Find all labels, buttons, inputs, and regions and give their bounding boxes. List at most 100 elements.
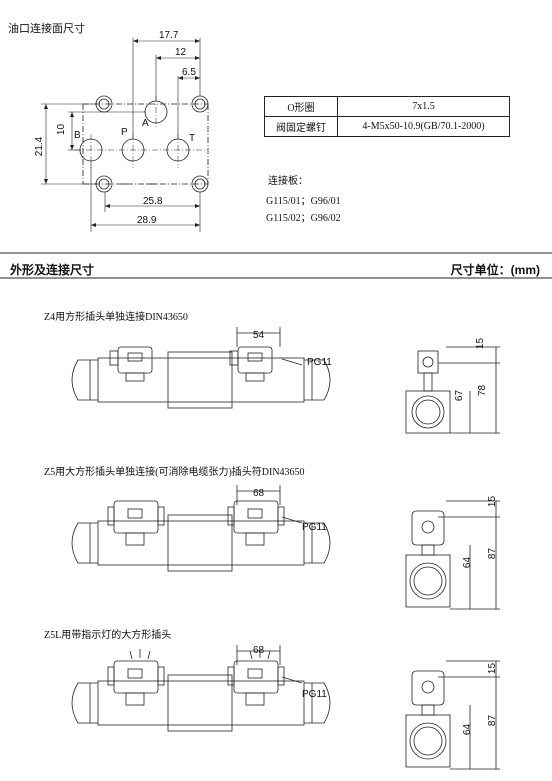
dim-arrows <box>44 39 200 227</box>
end-connector-hole <box>422 356 434 368</box>
end-stem <box>421 704 435 716</box>
end-cap-right <box>304 682 331 724</box>
valve-center-block <box>167 674 233 732</box>
spec-table: O形圈 7x1.5 阀固定螺钉 4-M5x50-10.9(GB/70.1-200… <box>264 96 510 137</box>
connector-box <box>233 660 279 694</box>
variant-caption-2: Z5用大方形插头单独连接(可消除电缆张力)插头符DIN43650 <box>44 467 305 478</box>
end-bore-inner <box>413 566 443 596</box>
connector-label-plate <box>127 352 143 362</box>
end-connector <box>411 510 445 546</box>
cable-gland-left <box>107 506 115 526</box>
port-face <box>82 103 209 185</box>
dim-28-9: 28.9 <box>137 215 157 226</box>
end-cap-right <box>304 359 331 401</box>
port-label-t: T <box>189 133 196 144</box>
cable-gland-left <box>107 666 115 686</box>
top-dim-2: 15 <box>487 495 499 508</box>
connector-box <box>233 500 279 534</box>
end-connector-hole <box>421 680 435 694</box>
bolt-holes <box>95 95 209 193</box>
width-dim-3: 68 <box>253 645 265 656</box>
indicator-ray <box>249 650 253 660</box>
spec-row: O形圈 7x1.5 <box>264 96 510 117</box>
cable-gland <box>109 350 119 366</box>
inner-dim-2: 64 <box>462 556 474 569</box>
end-cap-right <box>304 522 331 564</box>
dim-6-5: 6.5 <box>182 67 196 78</box>
valve-body <box>97 680 305 726</box>
end-connector-hole <box>421 520 435 534</box>
top-dims <box>90 38 201 232</box>
top-dim-1: 15 <box>475 337 487 350</box>
end-connector <box>417 350 439 374</box>
cable-leader <box>281 358 303 366</box>
connector-box <box>237 346 273 374</box>
connector-stem <box>125 692 145 706</box>
spec-row: 阀固定螺钉 4-M5x50-10.9(GB/70.1-2000) <box>264 116 510 137</box>
valve-center-block <box>167 351 233 409</box>
valve-body <box>97 520 305 566</box>
spec-key: 阀固定螺钉 <box>264 116 338 137</box>
inner-dim-1: 67 <box>454 389 466 402</box>
end-cap-left <box>71 359 98 401</box>
connector-box <box>117 346 153 374</box>
connector-box <box>113 500 159 534</box>
end-bore <box>409 562 447 600</box>
connector-stem <box>245 532 265 546</box>
end-flange <box>405 554 451 608</box>
dim-10: 10 <box>56 123 68 136</box>
indicator-ray <box>267 650 271 660</box>
connector-label-plate <box>127 668 143 679</box>
connector-stem <box>125 532 145 546</box>
port-label-p: P <box>121 127 128 138</box>
section-unit: 尺寸单位：(mm) <box>450 263 540 277</box>
dim-12: 12 <box>175 47 187 58</box>
cable-gland-right <box>277 666 285 686</box>
cable-gland-left <box>227 666 235 686</box>
cable-gland <box>229 350 239 366</box>
spec-value: 7x1.5 <box>337 96 510 117</box>
connector-stem <box>245 372 265 382</box>
connector-label-plate <box>247 508 263 519</box>
valve-center-block <box>167 514 233 572</box>
plate-line-1: G115/01；G96/01 <box>266 196 341 207</box>
end-stem <box>421 544 435 556</box>
cable-label-2: PG11 <box>302 522 327 533</box>
cable-gland-right <box>157 666 165 686</box>
variant-caption-1: Z4用方形插头单独连接DIN43650 <box>44 312 188 323</box>
top-dim-3: 15 <box>487 662 499 675</box>
connector-label-plate <box>247 668 263 679</box>
dim-21-4: 21.4 <box>34 136 46 157</box>
width-dim-1: 54 <box>253 330 265 341</box>
port-label-a: A <box>142 118 149 129</box>
spec-value: 4-M5x50-10.9(GB/70.1-2000) <box>337 116 510 137</box>
port-label-b: B <box>74 130 81 141</box>
outer-dim-3: 87 <box>487 714 499 727</box>
outer-dim-2: 87 <box>487 547 499 560</box>
end-connector <box>411 670 445 706</box>
end-cap-left <box>71 522 98 564</box>
dim-17-7: 17.7 <box>159 30 179 41</box>
connector-stem <box>245 692 265 706</box>
connector-label-plate <box>247 352 263 362</box>
center-lines <box>75 96 205 168</box>
cable-gland-right <box>277 506 285 526</box>
oil-ports <box>79 100 190 162</box>
end-flange <box>405 714 451 768</box>
connector-stem <box>125 372 145 382</box>
valve-body <box>97 357 305 403</box>
inner-dim-3: 64 <box>462 723 474 736</box>
end-stem <box>423 372 433 392</box>
connector-label-plate <box>127 508 143 519</box>
variant-caption-3: Z5L用带指示灯的大方形插头 <box>44 630 172 641</box>
connector-box <box>113 660 159 694</box>
end-bore <box>411 395 445 429</box>
end-flange <box>405 390 451 434</box>
plate-line-2: G115/02；G96/02 <box>266 213 341 224</box>
dim-25-8: 25.8 <box>143 196 163 207</box>
end-bore-inner <box>413 726 443 756</box>
left-dims <box>41 103 146 185</box>
cable-gland-left <box>227 506 235 526</box>
section-title: 外形及连接尺寸 <box>10 263 95 277</box>
outer-dim-1: 78 <box>477 384 489 397</box>
